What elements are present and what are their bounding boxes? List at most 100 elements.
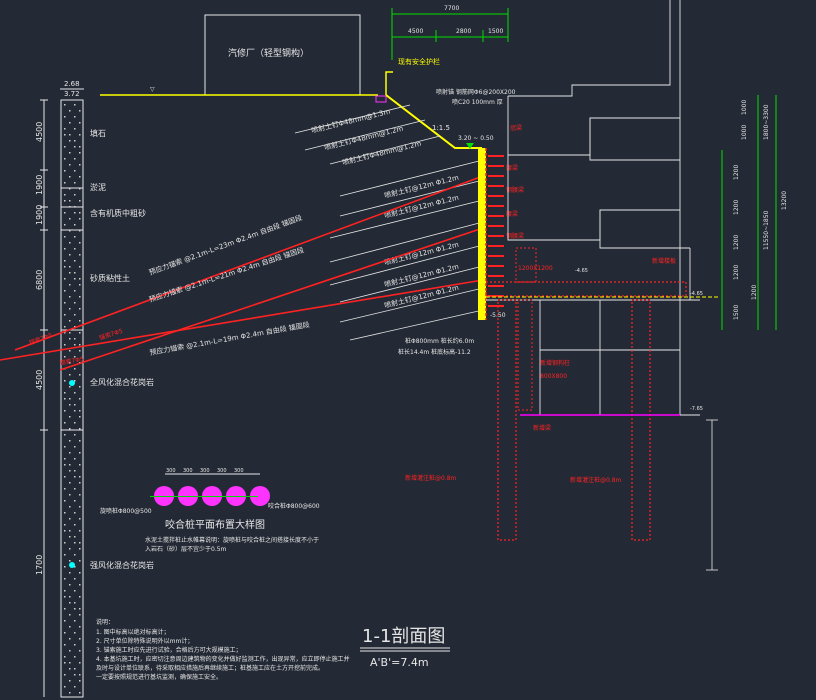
hatch-dot xyxy=(64,458,66,460)
hatch-dot xyxy=(79,386,81,388)
hatch-dot xyxy=(79,530,81,532)
soil-thickness: 1700 xyxy=(35,555,44,575)
hatch-dot xyxy=(79,134,81,136)
right-dim: 1200 xyxy=(733,200,740,215)
slope-note: 喷C20 100mm 厚 xyxy=(452,98,503,106)
hatch-dot xyxy=(69,452,71,454)
detail-dim: 300 xyxy=(200,468,210,474)
hatch-dot xyxy=(69,440,71,442)
hatch-dot xyxy=(79,440,81,442)
hatch-dot xyxy=(69,572,71,574)
hatch-dot xyxy=(64,332,66,334)
hatch-dot xyxy=(64,128,66,130)
wale-mark xyxy=(488,235,504,237)
hatch-dot xyxy=(69,242,71,244)
hatch-dot xyxy=(74,566,76,568)
dim-total: 7700 xyxy=(444,5,459,12)
soil-layer-name: 淤泥 xyxy=(90,182,106,192)
hatch-dot xyxy=(64,488,66,490)
soil-layer-labels: 填石 淤泥 含有机质中粗砂 砂质粘性土 全风化混合花岗岩 强风化混合花岗岩 xyxy=(90,128,154,570)
hatch-dot xyxy=(69,164,71,166)
wale-mark xyxy=(488,255,504,257)
hatch-dot xyxy=(69,494,71,496)
hatch-dot xyxy=(64,146,66,148)
hatch-dot xyxy=(64,344,66,346)
right-dimensions: 1000 1000 1200 1200 1200 1200 1200 1500 … xyxy=(721,95,788,330)
hatch-dot xyxy=(74,146,76,148)
soil-thickness: 6800 xyxy=(35,270,44,290)
hatch-dot xyxy=(69,338,71,340)
hatch-dot xyxy=(79,416,81,418)
note-line: 一定要按照规范进行基坑监测，确保施工安全。 xyxy=(96,673,222,681)
hatch-dot xyxy=(79,374,81,376)
top-dimensions: 7700 4500 2800 1500 xyxy=(391,5,509,60)
wale-mark xyxy=(488,275,504,277)
hatch-dot xyxy=(74,158,76,160)
wale-mark xyxy=(488,205,504,207)
hatch-dot xyxy=(64,476,66,478)
hatch-dot xyxy=(64,500,66,502)
hatch-dot xyxy=(79,692,81,694)
soil-layer-name: 强风化混合花岗岩 xyxy=(90,560,154,570)
hatch-dot xyxy=(74,392,76,394)
hatch-dot xyxy=(69,404,71,406)
wale-mark xyxy=(488,165,504,167)
wale-mark xyxy=(488,245,504,247)
hatch-dot xyxy=(74,554,76,556)
hatch-dot xyxy=(69,650,71,652)
hatch-dot xyxy=(69,230,71,232)
size-label: 1200X1200 xyxy=(518,265,553,272)
hatch-dot xyxy=(64,224,66,226)
hatch-dot xyxy=(69,350,71,352)
hatch-dot xyxy=(64,596,66,598)
hatch-dot xyxy=(74,326,76,328)
hatch-dot xyxy=(74,410,76,412)
soil-layer-name: 含有机质中粗砂 xyxy=(90,208,146,218)
hatch-dot xyxy=(69,464,71,466)
hatch-dot xyxy=(64,248,66,250)
ground-and-building: 汽修厂（轻型钢构） ▽ xyxy=(100,14,378,96)
hatch-dot xyxy=(64,524,66,526)
section-subtitle: A'B'=7.4m xyxy=(370,656,429,669)
col-note: 新增钢构柱 xyxy=(540,359,570,367)
hatch-dot xyxy=(64,134,66,136)
dim-part: 1500 xyxy=(488,28,503,35)
hatch-dot xyxy=(79,266,81,268)
hatch-dot xyxy=(69,560,71,562)
wale-mark xyxy=(488,285,504,287)
hatch-dot xyxy=(64,590,66,592)
hatch-dot xyxy=(69,692,71,694)
hatch-dot xyxy=(79,674,81,676)
notes-title: 说明： xyxy=(96,618,114,626)
hatch-dot xyxy=(64,446,66,448)
right-dim: 1200 xyxy=(751,285,758,300)
hatch-dot xyxy=(64,686,66,688)
hatch-dot xyxy=(64,236,66,238)
upper-soil-nails xyxy=(294,104,441,165)
hatch-dot xyxy=(74,668,76,670)
soil-thickness: 4500 xyxy=(35,370,44,390)
hatch-dot xyxy=(79,212,81,214)
hatch-dot xyxy=(79,350,81,352)
hatch-dot xyxy=(74,620,76,622)
note-line: 4. 本基坑施工时，应密切注意周边建筑物的变化并做好监测工作，出现异常，应立即停… xyxy=(96,655,350,663)
hatch-dot xyxy=(79,464,81,466)
hatch-dot xyxy=(74,656,76,658)
hatch-dot xyxy=(74,128,76,130)
slope: 1:1.5 喷射锚 钢筋网Φ6@200X200 喷C20 100mm 厚 3.2… xyxy=(385,88,516,149)
hatch-dot xyxy=(69,152,71,154)
hatch-dot xyxy=(74,212,76,214)
hatch-dot xyxy=(74,140,76,142)
detail-left-label: 旋喷桩Φ800@500 xyxy=(100,507,152,515)
hatch-dot xyxy=(69,266,71,268)
hatch-dot xyxy=(79,680,81,682)
hatch-dot xyxy=(69,188,71,190)
hatch-dot xyxy=(64,674,66,676)
hatch-dot xyxy=(79,242,81,244)
hatch-dot xyxy=(74,476,76,478)
hatch-dot xyxy=(79,662,81,664)
hatch-dot xyxy=(64,608,66,610)
hatch-dot xyxy=(69,614,71,616)
detail-dim: 300 xyxy=(183,468,193,474)
hatch-dot xyxy=(74,644,76,646)
